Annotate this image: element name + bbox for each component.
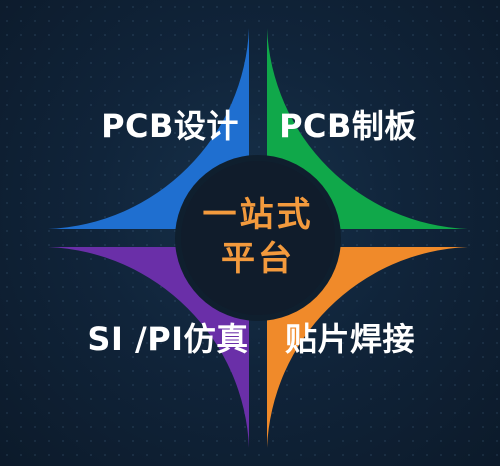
quadrant-pcb-design [48,28,249,229]
quadrant-smt-soldering [267,247,468,448]
center-hub-circle [175,155,341,321]
quadrant-si-pi-simulation [48,247,249,448]
quadrant-label-pcb-design: PCB设计 [101,107,239,145]
quadrant-label-pcb-fabrication: PCB制板 [279,107,417,145]
center-label-line2: 平台 [221,239,295,279]
center-label-line1: 一站式 [203,195,314,235]
quadrant-pcb-fabrication [267,28,468,229]
quadrant-label-si-pi-simulation: SI /PI仿真 [87,320,248,358]
quadrant-label-smt-soldering: 贴片焊接 [285,320,415,358]
